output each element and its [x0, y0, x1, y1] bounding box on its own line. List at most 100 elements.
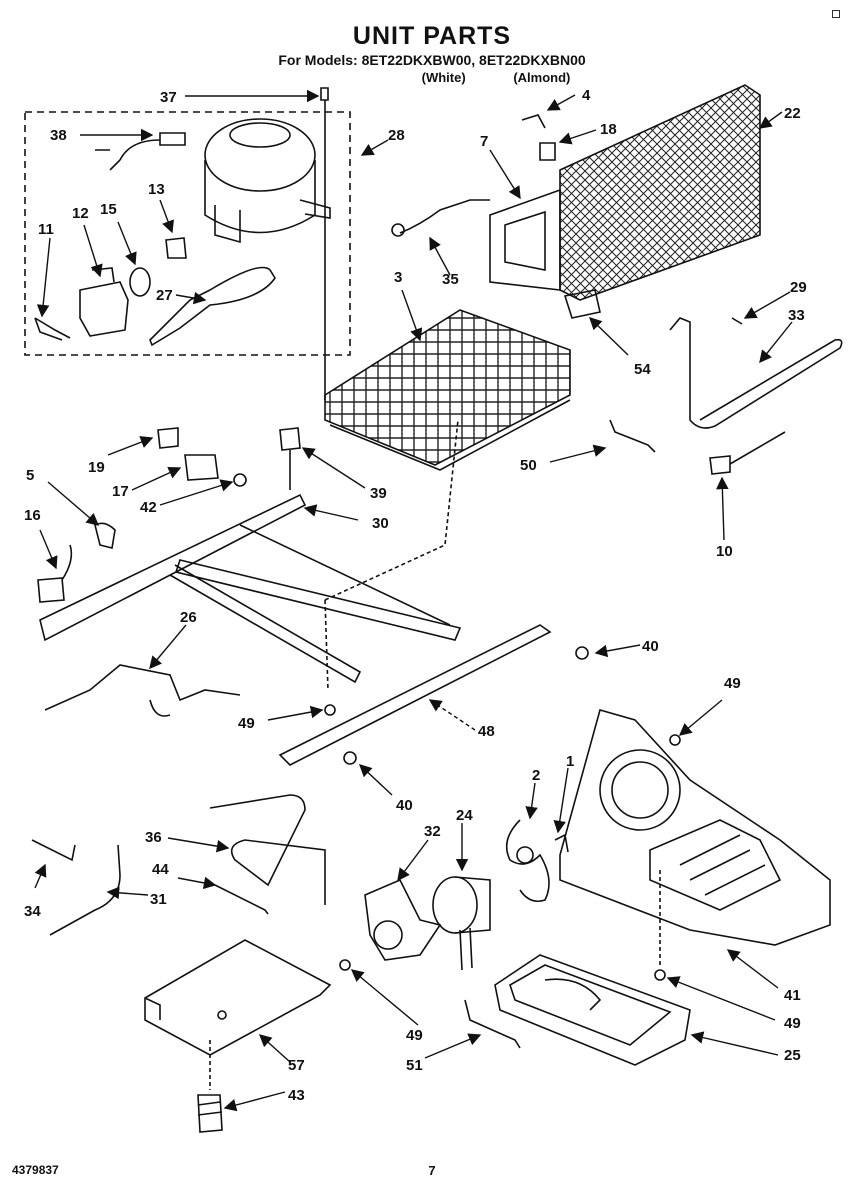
- screw-40a: [575, 646, 589, 660]
- part-5: [94, 522, 116, 549]
- screw-42: [233, 473, 247, 487]
- part-16: [37, 544, 73, 603]
- callout-18: 18: [600, 121, 617, 138]
- compartment-plate: [559, 709, 831, 946]
- callout-19: 19: [88, 459, 105, 476]
- callout-50: 50: [520, 457, 537, 474]
- callout-11: 11: [38, 221, 54, 238]
- callout-38: 38: [50, 127, 67, 144]
- callout-4: 4: [582, 87, 591, 104]
- sensor-10: [709, 431, 786, 475]
- overload: [129, 267, 151, 297]
- rail-48: [278, 624, 552, 766]
- callout-13: 13: [148, 181, 165, 198]
- fan-motor: [432, 876, 491, 971]
- drain-pan: [494, 954, 691, 1066]
- callout-25: 25: [784, 1047, 801, 1064]
- callout-43: 43: [288, 1087, 305, 1104]
- compressor-group-box: [24, 111, 351, 356]
- callout-49c: 49: [784, 1015, 801, 1032]
- callout-26: 26: [180, 609, 197, 626]
- callout-42: 42: [140, 499, 157, 516]
- callout-labels: 37 38 28 13 12 15 11 27 4 7 18 22 35 3 2…: [24, 87, 807, 1104]
- callout-57: 57: [288, 1057, 305, 1074]
- callout-49a: 49: [238, 715, 255, 732]
- callout-7: 7: [480, 133, 488, 150]
- grommet-39: [279, 427, 301, 451]
- models-line: For Models: 8ET22DKXBW00, 8ET22DKXBN00: [278, 52, 586, 68]
- screw-37: [320, 87, 329, 101]
- callout-32: 32: [424, 823, 441, 840]
- clip-1: [554, 833, 569, 853]
- callout-10: 10: [716, 543, 733, 560]
- callout-30: 30: [372, 515, 389, 532]
- callout-16: 16: [24, 507, 41, 524]
- callout-49b: 49: [724, 675, 741, 692]
- tube-51: [464, 999, 521, 1049]
- callout-51: 51: [406, 1057, 423, 1074]
- part-29: [731, 317, 743, 325]
- callout-36: 36: [145, 829, 162, 846]
- callout-29: 29: [790, 279, 807, 296]
- screw-49b: [669, 734, 681, 746]
- callout-49d: 49: [406, 1027, 423, 1044]
- callout-2: 2: [532, 767, 540, 784]
- screw-49c: [654, 969, 666, 981]
- tube-26: [44, 664, 241, 717]
- callout-17: 17: [112, 483, 129, 500]
- callout-31: 31: [150, 891, 167, 908]
- wire-harness: [95, 132, 186, 171]
- defrost-thermostat: [391, 199, 490, 237]
- callout-22: 22: [784, 105, 801, 122]
- variant-white: (White): [421, 70, 466, 85]
- condenser: [324, 309, 571, 471]
- callout-27: 27: [156, 287, 173, 304]
- corner-mark: [832, 10, 840, 18]
- page-title: UNIT PARTS: [352, 22, 512, 50]
- clip-4: [521, 114, 546, 129]
- callout-15: 15: [100, 201, 117, 218]
- screw-49a: [324, 704, 336, 716]
- filter-drier: [149, 266, 276, 347]
- callout-3: 3: [394, 269, 402, 286]
- screw-49d: [339, 959, 351, 971]
- callout-40b: 40: [396, 797, 413, 814]
- callout-12: 12: [72, 205, 89, 222]
- retaining-clip: [34, 317, 71, 341]
- variant-almond: (Almond): [513, 70, 571, 85]
- document-number: 4379837: [12, 1163, 59, 1177]
- model-variants: (White) (Almond): [0, 70, 864, 85]
- callout-39: 39: [370, 485, 387, 502]
- callout-37: 37: [160, 89, 177, 106]
- bracket-32: [364, 878, 442, 961]
- part-17: [184, 454, 219, 481]
- callout-24: 24: [456, 807, 473, 824]
- plate-57: [144, 939, 332, 1056]
- fan-blade: [505, 819, 550, 903]
- heater-33: [669, 317, 843, 429]
- start-relay: [79, 267, 129, 337]
- part-54: [563, 289, 601, 319]
- part-19: [157, 427, 179, 449]
- page-number: 7: [428, 1163, 436, 1178]
- screw-40b: [343, 751, 357, 765]
- callout-33: 33: [788, 307, 805, 324]
- callout-41: 41: [784, 987, 801, 1004]
- part-50: [609, 419, 656, 453]
- callout-40a: 40: [642, 638, 659, 655]
- evaporator-coil: [489, 84, 761, 301]
- tube-36: [209, 794, 326, 905]
- callout-44: 44: [152, 861, 169, 878]
- callout-35: 35: [442, 271, 459, 288]
- callout-1: 1: [566, 753, 574, 770]
- grommet-18: [539, 142, 556, 161]
- callout-5: 5: [26, 467, 34, 484]
- callout-34: 34: [24, 903, 41, 920]
- tube-31: [49, 844, 121, 936]
- tube-34: [31, 839, 76, 862]
- compressor: [204, 118, 331, 244]
- callout-28: 28: [388, 127, 405, 144]
- clip: [165, 237, 187, 259]
- callout-54: 54: [634, 361, 651, 378]
